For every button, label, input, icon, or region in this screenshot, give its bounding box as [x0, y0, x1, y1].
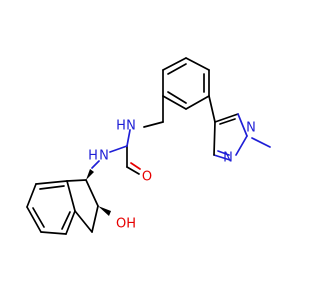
- bond: [235, 135, 248, 156]
- double-bond-inner: [32, 207, 45, 228]
- pyrazole-n1: N: [246, 121, 256, 136]
- bond: [35, 180, 68, 185]
- bond: [85, 179, 99, 207]
- bond: [185, 95, 210, 110]
- double-bond-inner: [130, 162, 141, 170]
- indane-system: [26, 169, 111, 235]
- bond: [162, 95, 187, 110]
- double-bond-inner: [167, 91, 187, 104]
- bond: [213, 154, 231, 161]
- nh-upper-h: H: [116, 119, 126, 134]
- bond: [91, 160, 100, 169]
- double-bond-inner: [217, 150, 230, 156]
- molecule-structure: N H N H O OH N N: [26, 57, 271, 235]
- carbonyl-oxygen: O: [142, 170, 152, 185]
- bond: [237, 113, 248, 137]
- bond: [66, 180, 76, 212]
- n-methyl-bond: [251, 137, 271, 148]
- linker-and-urea: [91, 95, 164, 175]
- stereo-wedge-bond: [86, 169, 94, 180]
- bond: [65, 210, 76, 235]
- double-bond-inner: [61, 211, 71, 230]
- bond: [66, 179, 87, 182]
- nh-upper-n: N: [126, 119, 136, 134]
- hydroxyl-group: OH: [116, 217, 136, 232]
- top-benzene-ring: [162, 57, 210, 110]
- nh-lower-n: N: [99, 149, 109, 164]
- bond: [185, 57, 210, 71]
- pyrazole-ring: [208, 95, 271, 161]
- bond: [126, 166, 140, 175]
- bond: [208, 95, 216, 123]
- double-bond-inner: [39, 185, 65, 190]
- pyrazole-n2: N: [223, 151, 233, 166]
- bond: [213, 121, 216, 156]
- bond: [126, 129, 131, 147]
- bond: [26, 183, 37, 208]
- bond: [214, 113, 239, 123]
- nh-lower-h: H: [88, 149, 98, 164]
- double-bond-inner: [167, 63, 187, 75]
- atom-labels: N H N H O OH N N: [88, 119, 256, 232]
- bond: [26, 206, 42, 233]
- double-bond-inner: [219, 118, 236, 125]
- bond: [109, 145, 128, 153]
- bond: [162, 57, 187, 71]
- stereo-wedge-bond: [98, 206, 111, 216]
- bond: [74, 210, 93, 233]
- bond: [91, 205, 99, 233]
- bond: [40, 231, 67, 235]
- bond: [143, 121, 164, 128]
